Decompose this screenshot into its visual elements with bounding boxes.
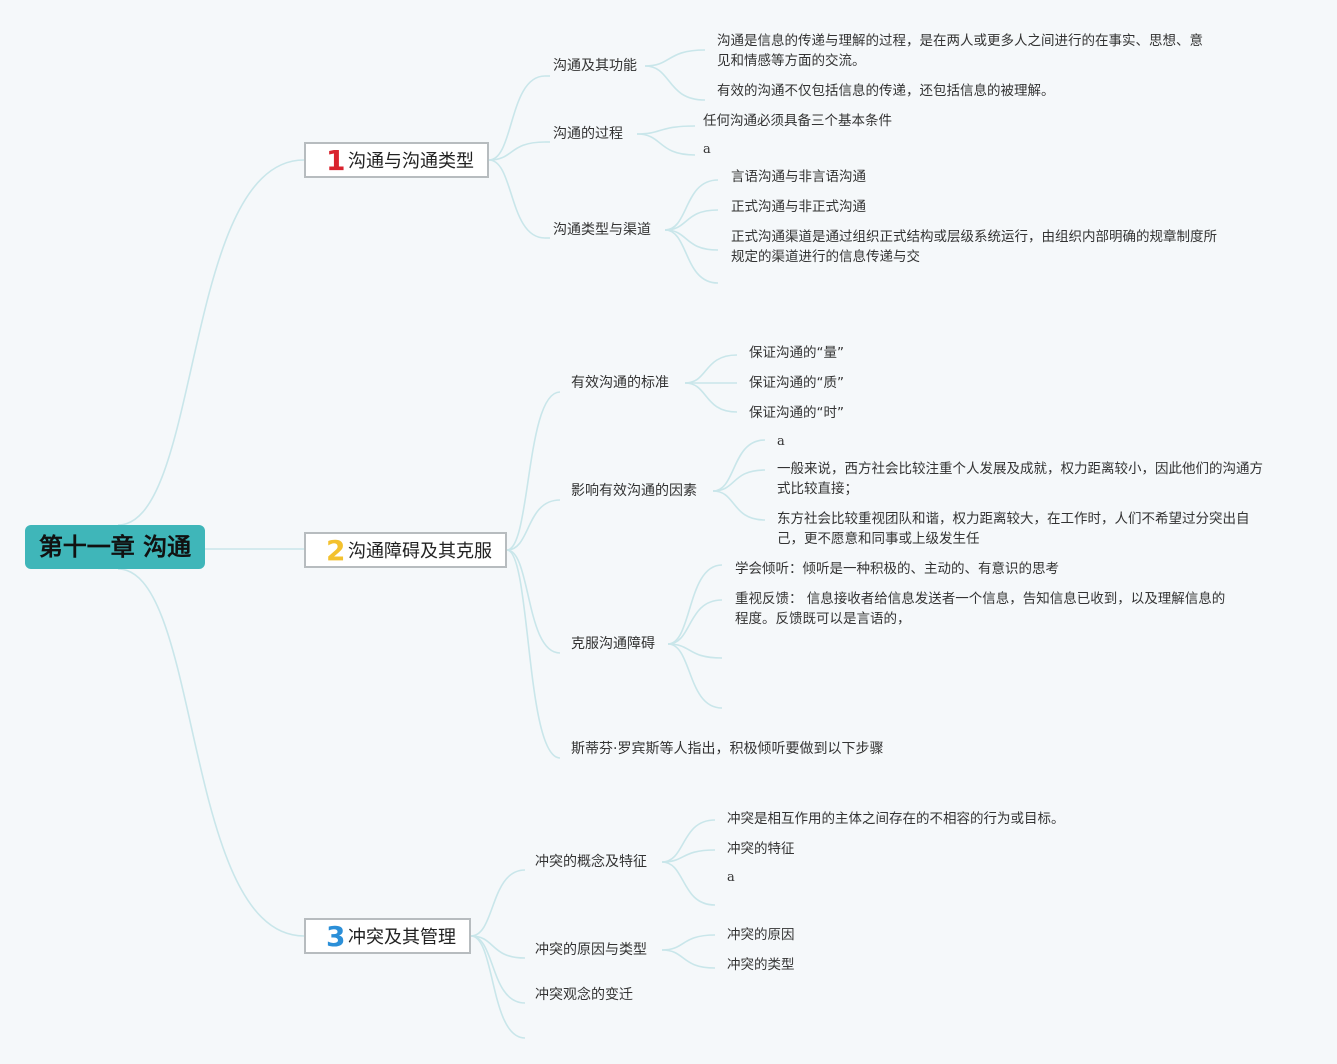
leaf-conflict-features[interactable]: 冲突的特征	[727, 841, 795, 857]
number-3-icon: 3	[326, 919, 346, 953]
branch-2-to-sub-line	[506, 549, 561, 759]
leaf-listening[interactable]: 学会倾听：倾听是一种积极的、主动的、有意识的思考	[735, 561, 1059, 577]
leaf-line	[636, 133, 696, 156]
subtopic-factors[interactable]: 影响有效沟通的因素	[571, 483, 697, 499]
leaf-line	[684, 382, 738, 413]
subtopic-conflict-concept[interactable]: 冲突的概念及特征	[535, 854, 647, 870]
branch-3-to-sub-line	[470, 935, 526, 1039]
subtopic-communication-process[interactable]: 沟通的过程	[553, 126, 623, 142]
leaf-verbal[interactable]: 言语沟通与非言语沟通	[731, 169, 866, 185]
branch-1-topic[interactable]: 1 沟通与沟通类型	[304, 142, 489, 178]
branch-3-topic[interactable]: 3 冲突及其管理	[304, 918, 471, 954]
subtopic-conflict-evolution[interactable]: 冲突观念的变迁	[535, 987, 633, 1003]
leaf-line	[667, 564, 723, 645]
leaf-formal[interactable]: 正式沟通与非正式沟通	[731, 199, 866, 215]
leaf-line	[661, 949, 716, 969]
leaf-line	[684, 354, 738, 384]
branch-3-to-sub-line	[470, 935, 526, 1004]
leaf-line	[664, 179, 719, 231]
branch-2-to-sub-line	[506, 499, 561, 551]
root-to-branch-1-line	[117, 159, 305, 526]
leaf-quality[interactable]: 保证沟通的“质”	[749, 375, 844, 391]
branch-3-to-sub-line	[470, 935, 526, 959]
leaf-line	[664, 209, 719, 231]
leaf-conflict-definition[interactable]: 冲突是相互作用的主体之间存在的不相容的行为或目标。	[727, 811, 1065, 827]
subtopic-active-listening[interactable]: 斯蒂芬·罗宾斯等人指出，积极倾听要做到以下步骤	[571, 741, 884, 757]
leaf-timing[interactable]: 保证沟通的“时”	[749, 405, 844, 421]
branch-2-to-sub-line	[506, 391, 561, 551]
branch-1-to-sub-line	[488, 141, 546, 161]
leaf-line	[661, 819, 716, 863]
leaf-line	[712, 490, 766, 521]
branch-1-to-sub-line	[488, 159, 546, 239]
branch-3-to-sub-line	[470, 869, 526, 937]
leaf-a[interactable]: a	[727, 870, 735, 885]
branch-2-to-sub-line	[506, 549, 561, 654]
root-to-branch-3-line	[117, 568, 305, 937]
leaf-line	[667, 643, 723, 659]
leaf-line	[644, 65, 706, 101]
leaf-line	[644, 49, 706, 67]
leaf-conflict-types[interactable]: 冲突的类型	[727, 957, 795, 973]
subtopic-conflict-causes-types[interactable]: 冲突的原因与类型	[535, 942, 647, 958]
leaf-eastern-culture[interactable]: 东方社会比较重视团队和谐，权力距离较大，在工作时，人们不希望过分突出自己，更不愿…	[777, 511, 1250, 547]
leaf-line	[667, 643, 723, 709]
branch-title: 冲突及其管理	[348, 927, 456, 948]
leaf-line	[712, 469, 766, 492]
leaf-a[interactable]: a	[703, 142, 711, 157]
number-1-icon: 1	[326, 143, 346, 177]
leaf-definition[interactable]: 沟通是信息的传递与理解的过程，是在两人或更多人之间进行的在事实、思想、意见和情感…	[717, 33, 1203, 69]
leaf-line	[661, 934, 716, 951]
leaf-conflict-causes[interactable]: 冲突的原因	[727, 927, 795, 943]
leaf-line	[667, 599, 723, 645]
branch-1-to-sub-line	[488, 75, 546, 161]
leaf-line	[712, 439, 766, 492]
number-2-icon: 2	[326, 533, 346, 567]
leaf-line	[664, 229, 719, 284]
leaf-line	[661, 861, 716, 906]
subtopic-standards[interactable]: 有效沟通的标准	[571, 375, 669, 391]
leaf-western-culture[interactable]: 一般来说，西方社会比较注重个人发展及成就，权力距离较小，因此他们的沟通方式比较直…	[777, 461, 1263, 497]
branch-title: 沟通障碍及其克服	[348, 541, 492, 562]
leaf-three-conditions[interactable]: 任何沟通必须具备三个基本条件	[703, 113, 892, 129]
leaf-feedback[interactable]: 重视反馈： 信息接收者给信息发送者一个信息，告知信息已收到，以及理解信息的程度。…	[735, 591, 1226, 627]
leaf-effective-communication[interactable]: 有效的沟通不仅包括信息的传递，还包括信息的被理解。	[717, 83, 1055, 99]
leaf-a[interactable]: a	[777, 434, 785, 449]
leaf-quantity[interactable]: 保证沟通的“量”	[749, 345, 844, 361]
subtopic-overcoming-barriers[interactable]: 克服沟通障碍	[571, 636, 655, 652]
subtopic-communication-function[interactable]: 沟通及其功能	[553, 58, 637, 74]
leaf-formal-channel[interactable]: 正式沟通渠道是通过组织正式结构或层级系统运行，由组织内部明确的规章制度所规定的渠…	[731, 229, 1217, 265]
leaf-line	[661, 849, 716, 863]
branch-title: 沟通与沟通类型	[348, 151, 474, 172]
root-topic[interactable]: 第十一章 沟通	[25, 525, 205, 569]
branch-2-topic[interactable]: 2 沟通障碍及其克服	[304, 532, 507, 568]
subtopic-types-channels[interactable]: 沟通类型与渠道	[553, 222, 651, 238]
leaf-line	[636, 125, 696, 135]
